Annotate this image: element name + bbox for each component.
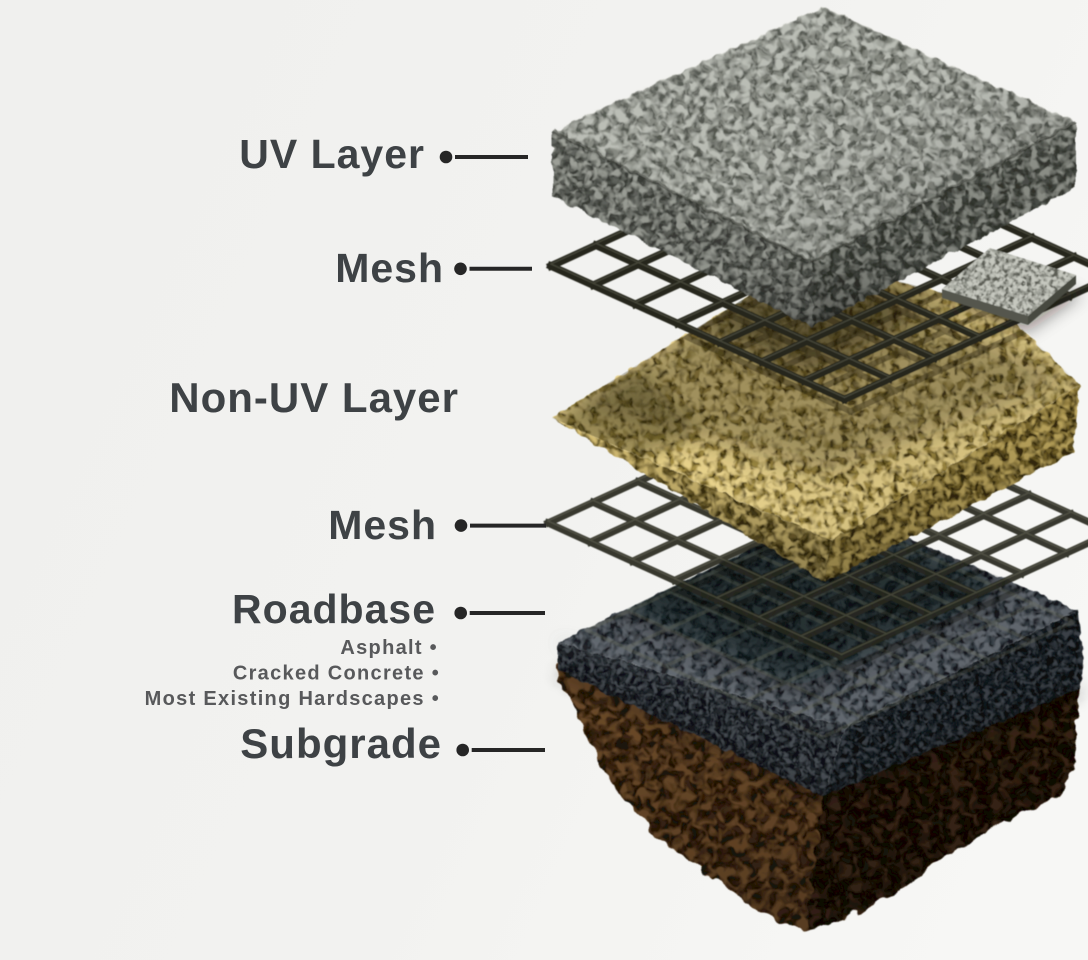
svg-text:Mesh: Mesh [328, 502, 437, 548]
svg-text:Non-UV Layer: Non-UV Layer [169, 374, 459, 421]
svg-text:Mesh: Mesh [335, 245, 444, 291]
svg-text:Asphalt •: Asphalt • [340, 637, 438, 659]
svg-text:Cracked Concrete •: Cracked Concrete • [233, 663, 440, 685]
svg-text:UV Layer: UV Layer [239, 131, 425, 177]
svg-text:Most Existing Hardscapes •: Most Existing Hardscapes • [145, 688, 440, 710]
svg-text:Subgrade: Subgrade [240, 720, 442, 767]
svg-text:Roadbase: Roadbase [232, 586, 436, 632]
